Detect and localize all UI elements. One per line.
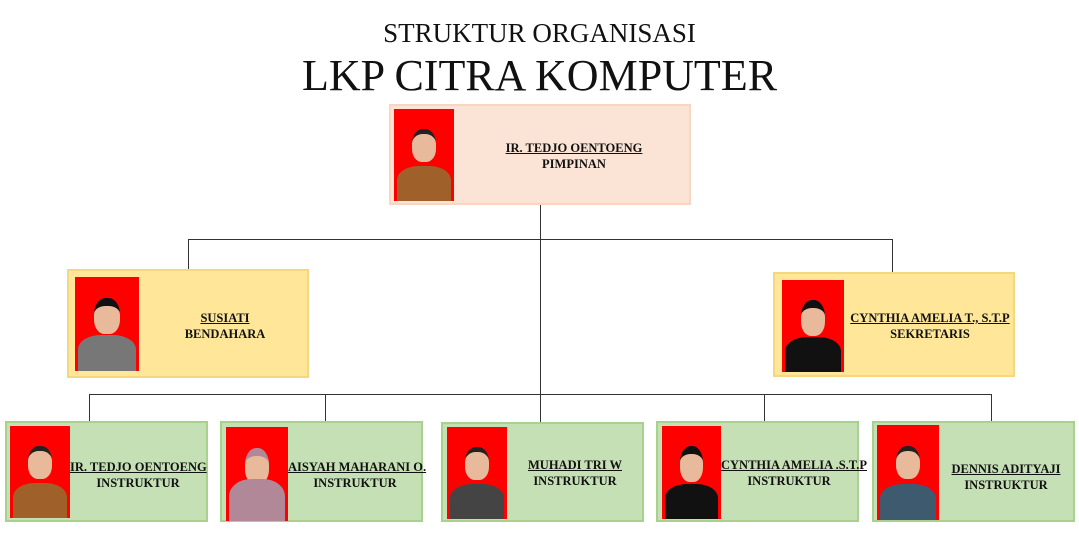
instructor-role: INSTRUKTUR [964, 478, 1048, 492]
connector-line [540, 204, 541, 394]
instructor-photo [877, 425, 939, 520]
connector-line [325, 394, 326, 422]
leader-role: PIMPINAN [542, 157, 606, 171]
instructor-role: INSTRUKTUR [533, 474, 617, 488]
instructor-box: MUHADI TRI W INSTRUKTUR [441, 422, 644, 522]
instructor-box: CYNTHIA AMELIA .S.T.P INSTRUKTUR [656, 421, 867, 522]
instructor-photo [662, 426, 721, 519]
leader-photo [394, 109, 454, 201]
connector-line [764, 394, 765, 422]
connector-line [892, 239, 893, 273]
chart-title: STRUKTUR ORGANISASI [383, 18, 696, 48]
secretary-photo [782, 280, 844, 372]
instructor-photo [226, 427, 288, 521]
leader-name: IR. TEDJO OENTOENG [505, 141, 643, 155]
instructor-box: IR. TEDJO OENTOENG INSTRUKTUR [5, 421, 208, 522]
secretary-role: SEKRETARIS [890, 327, 970, 341]
instructor-name: MUHADI TRI W [528, 458, 622, 472]
instructor-role: INSTRUKTUR [96, 476, 180, 490]
connector-line [89, 394, 90, 422]
treasurer-role: BENDAHARA [184, 327, 266, 341]
instructor-box: DENNIS ADITYAJI INSTRUKTUR [872, 421, 1075, 522]
secretary-box: CYNTHIA AMELIA T., S.T.P SEKRETARIS [773, 272, 1015, 377]
instructor-role: INSTRUKTUR [313, 476, 397, 490]
connector-line [188, 239, 189, 270]
treasurer-box: SUSIATI BENDAHARA [67, 269, 309, 378]
secretary-name: CYNTHIA AMELIA T., S.T.P [850, 311, 1010, 325]
instructor-name: IR. TEDJO OENTOENG [70, 460, 207, 474]
connector-line [188, 239, 893, 240]
instructor-box: AISYAH MAHARANI O. INSTRUKTUR [220, 421, 427, 522]
organization-name: LKP CITRA KOMPUTER [301, 51, 778, 100]
treasurer-name: SUSIATI [200, 311, 250, 325]
instructor-name: DENNIS ADITYAJI [951, 462, 1061, 476]
instructor-name: AISYAH MAHARANI O. [288, 460, 427, 474]
connector-line [540, 394, 541, 422]
instructor-name: CYNTHIA AMELIA .S.T.P [721, 458, 867, 472]
leader-box: IR. TEDJO OENTOENG PIMPINAN [389, 104, 691, 205]
connector-line [991, 394, 992, 422]
instructor-role: INSTRUKTUR [747, 474, 831, 488]
treasurer-photo [75, 277, 139, 371]
instructor-photo [10, 426, 70, 518]
instructor-photo [447, 427, 507, 519]
